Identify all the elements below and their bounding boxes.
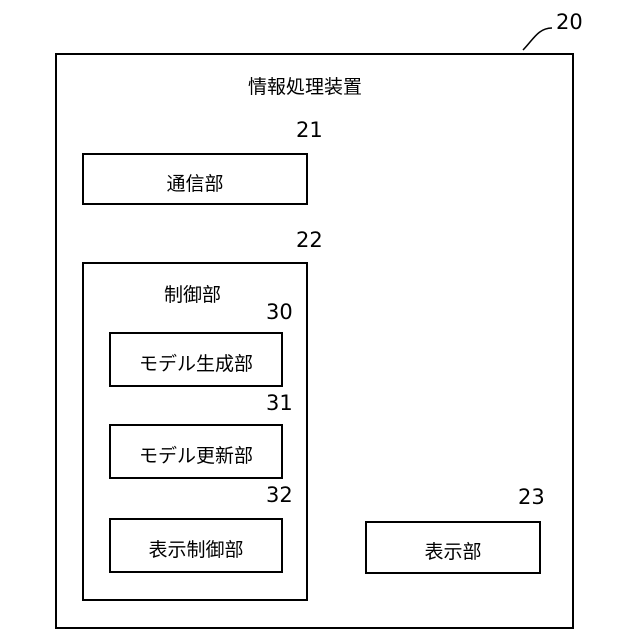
- model-generation-unit-box: モデル生成部: [109, 332, 283, 387]
- communication-unit-ref-number: 21: [296, 118, 323, 142]
- control-unit-ref-number: 22: [296, 228, 323, 252]
- control-unit-label: 制御部: [164, 280, 221, 307]
- device-title: 情報処理装置: [248, 72, 362, 99]
- leader-line-20: [523, 28, 552, 50]
- display-control-unit-box: 表示制御部: [109, 518, 283, 573]
- display-unit-ref-number: 23: [518, 485, 545, 509]
- communication-unit-label: 通信部: [84, 169, 306, 196]
- display-control-unit-ref-number: 32: [266, 483, 293, 507]
- display-unit-label: 表示部: [367, 537, 539, 564]
- model-generation-unit-label: モデル生成部: [111, 349, 281, 376]
- display-unit-box: 表示部: [365, 521, 541, 574]
- communication-unit-box: 通信部: [82, 153, 308, 205]
- model-update-unit-ref-number: 31: [266, 391, 293, 415]
- model-update-unit-label: モデル更新部: [111, 441, 281, 468]
- display-control-unit-label: 表示制御部: [111, 535, 281, 562]
- device-ref-number: 20: [556, 10, 583, 34]
- model-update-unit-box: モデル更新部: [109, 424, 283, 479]
- model-generation-unit-ref-number: 30: [266, 300, 293, 324]
